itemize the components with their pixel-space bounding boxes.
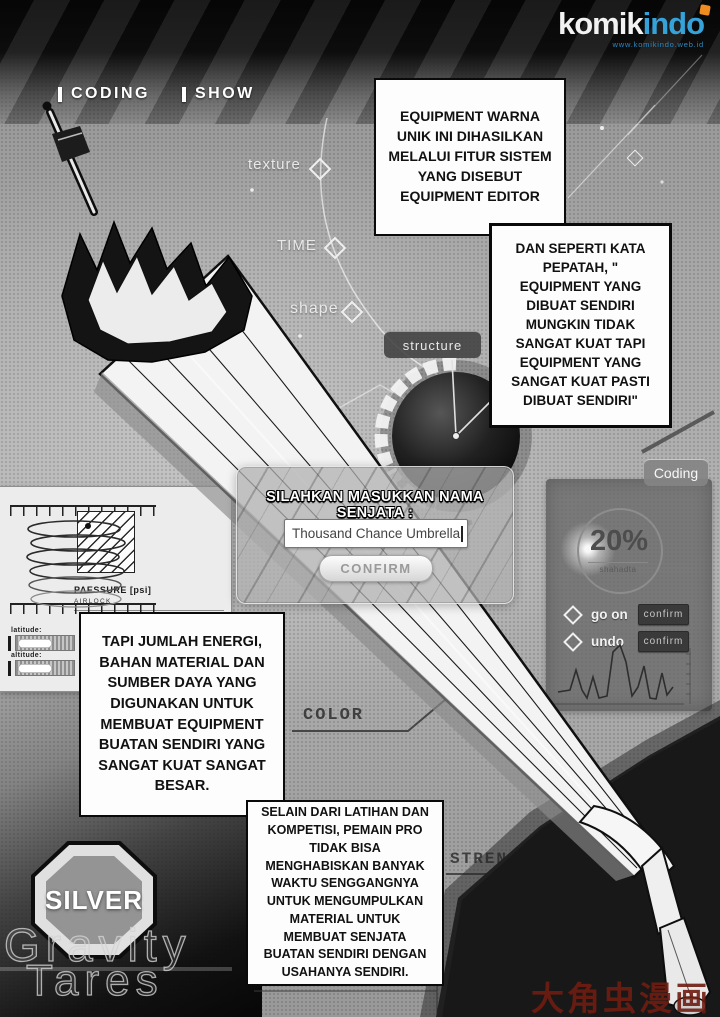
airlock-label: AIRLOCK: [74, 598, 112, 605]
slider-track: [15, 635, 75, 651]
slider-fill: [18, 638, 52, 648]
altitude-label: altitude:: [11, 652, 42, 659]
artist-watermark-line1: Gravity: [3, 918, 192, 971]
menu-label: CODING: [71, 85, 150, 102]
top-dark-banner: komikindo www.komikindo.web.id: [0, 0, 720, 124]
undo-label: undo: [591, 634, 624, 649]
logo-text-indo: indo: [642, 6, 705, 41]
undo-confirm-button[interactable]: confirm: [638, 631, 689, 652]
logo-tagline: www.komikindo.web.id: [612, 40, 704, 49]
bubble-text: DAN SEPERTI KATA PEPATAH, " EQUIPMENT YA…: [511, 241, 650, 408]
publisher-watermark: 大角虫漫画: [531, 979, 711, 1017]
input-value: Thousand Chance Umbrella: [292, 526, 461, 541]
structure-tag: structure: [384, 331, 481, 358]
go-on-confirm-button[interactable]: confirm: [638, 604, 689, 625]
bar-icon: [182, 86, 186, 102]
artist-watermark-line2: Tares: [25, 955, 164, 1005]
weapon-name-input[interactable]: Thousand Chance Umbrella: [284, 519, 468, 548]
slider-fill: [18, 663, 52, 673]
percent-value: 20%: [589, 525, 649, 557]
bubble-text: SELAIN DARI LATIHAN DAN KOMPETISI, PEMAI…: [261, 805, 429, 979]
weapon-name-dialog: SILAHKAN MASUKKAN NAMA SENJATA : Thousan…: [236, 466, 514, 604]
undo-row: undo confirm: [563, 631, 689, 652]
percent-ring: [577, 508, 663, 594]
label-shape: shape: [290, 300, 339, 317]
coding-show-menu: CODING SHOW: [58, 85, 255, 103]
logo-text-komik: komik: [557, 6, 644, 41]
percent-subtext: shahadta: [599, 565, 637, 574]
dark-corner: [436, 716, 720, 1017]
menu-label: SHOW: [195, 85, 255, 102]
menu-item-show: SHOW: [182, 85, 255, 103]
ruler-scale: [10, 505, 156, 516]
gauge-segment-arc: [374, 357, 457, 478]
dialog-title: SILAHKAN MASUKKAN NAMA SENJATA :: [266, 489, 484, 521]
coding-tag: Coding: [644, 459, 708, 486]
go-on-row: go on confirm: [563, 604, 689, 625]
ruler-scale: [10, 603, 156, 614]
site-logo: komikindo www.komikindo.web.id: [557, 4, 711, 49]
slider-tick: [8, 635, 11, 651]
label-time: TIME: [277, 237, 317, 254]
confirm-button[interactable]: CONFIRM: [319, 555, 433, 582]
bubble-text: TAPI JUMLAH ENERGI, BAHAN MATERIAL DAN S…: [98, 634, 266, 795]
text-caret: [461, 525, 463, 542]
badge-center: [46, 856, 142, 944]
label-color: COLOR: [303, 706, 365, 725]
go-on-label: go on: [591, 607, 628, 622]
speech-bubble: SELAIN DARI LATIHAN DAN KOMPETISI, PEMAI…: [246, 800, 444, 986]
bubble-text: EQUIPMENT WARNA UNIK INI DIHASILKAN MELA…: [388, 108, 552, 204]
badge-label: SILVER: [45, 884, 143, 915]
slider-tick: [8, 660, 11, 676]
spring-sketch: [26, 520, 126, 608]
menu-item-coding: CODING: [58, 85, 150, 103]
waveform-graph: [554, 643, 691, 705]
latitude-label: latitude:: [11, 627, 42, 634]
slider-track: [15, 660, 75, 676]
label-texture: texture: [248, 156, 301, 173]
speech-bubble: DAN SEPERTI KATA PEPATAH, " EQUIPMENT YA…: [489, 223, 672, 428]
silver-rank-badge: SILVER: [31, 841, 157, 959]
bar-icon: [58, 86, 62, 102]
speech-bubble: TAPI JUMLAH ENERGI, BAHAN MATERIAL DAN S…: [79, 612, 285, 817]
speech-bubble: EQUIPMENT WARNA UNIK INI DIHASILKAN MELA…: [374, 78, 566, 236]
coding-panel: 20% shahadta go on confirm undo confirm: [546, 479, 712, 711]
divider: [588, 562, 648, 563]
